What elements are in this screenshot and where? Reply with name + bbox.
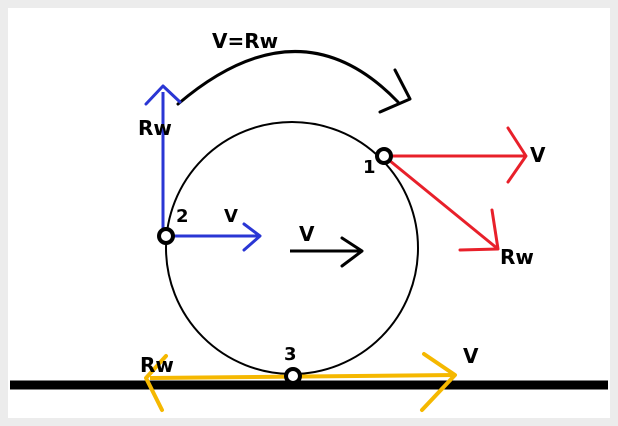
point1-rw-label: Rw [500, 245, 534, 269]
rotation-arrowhead [378, 68, 412, 114]
point3-v-label: V [463, 344, 479, 368]
point1-name-label: 1 [363, 157, 376, 178]
point1-v-label: V [530, 143, 546, 167]
point3-name-label: 3 [284, 344, 297, 365]
point3-rw-label: Rw [140, 353, 174, 377]
diagram-canvas [8, 8, 610, 418]
point1-rw-arrow [383, 154, 499, 251]
point2-v-arrowhead [242, 222, 262, 252]
point1-marker [375, 147, 393, 165]
center-v-arrowhead [340, 236, 364, 268]
rotation-label: V=Rw [212, 29, 278, 53]
center-v-label: V [299, 222, 315, 246]
point3-arrow [149, 373, 456, 380]
point2-rw-label: Rw [138, 116, 172, 140]
point3-left-arrowhead [144, 354, 168, 412]
point1-v-arrowhead [506, 126, 528, 184]
rotation-arc [176, 50, 400, 106]
point3-marker [284, 367, 302, 385]
point3-right-arrowhead [420, 352, 457, 412]
point2-marker [157, 227, 175, 245]
point2-name-label: 2 [176, 206, 189, 227]
point2-rw-arrowhead [144, 84, 182, 106]
point1-rw-arrowhead [458, 208, 500, 252]
point2-v-label: V [224, 206, 238, 227]
